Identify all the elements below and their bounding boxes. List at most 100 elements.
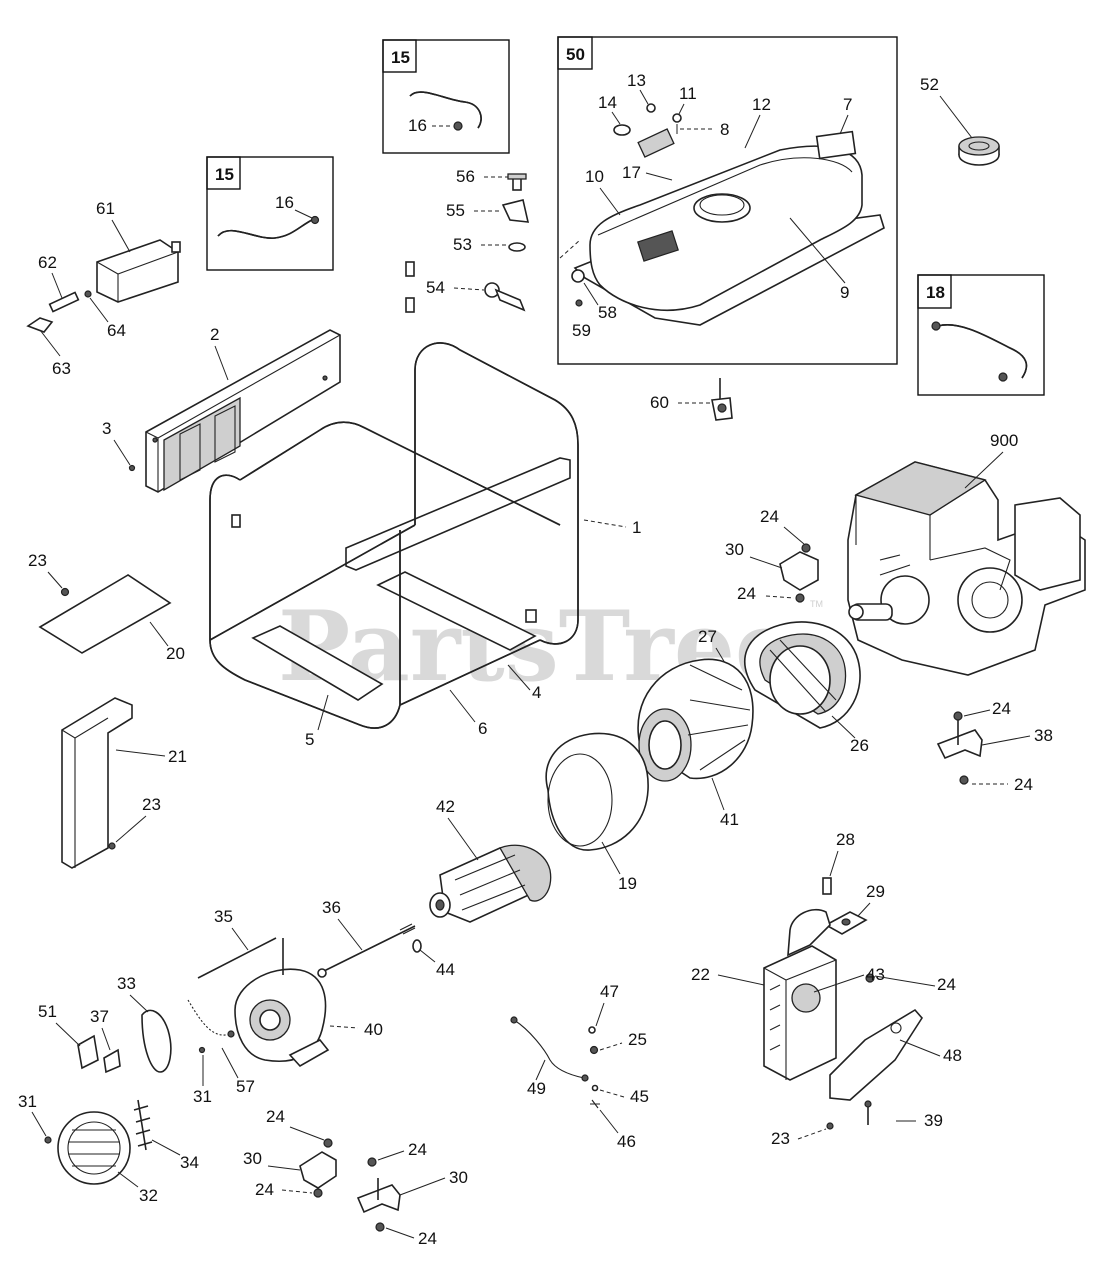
callout-43: 43 xyxy=(866,965,885,984)
callout-47: 47 xyxy=(600,982,619,1001)
callout-24-b: 24 xyxy=(737,584,756,603)
control-panel-bracket[interactable] xyxy=(145,329,341,493)
callout-23-bottom: 23 xyxy=(771,1129,790,1148)
inset-box-15-left[interactable] xyxy=(206,156,334,271)
mount-upper[interactable] xyxy=(779,543,819,603)
watermark-tm: TM xyxy=(810,599,823,609)
callout-6: 6 xyxy=(478,719,487,738)
stator-cover[interactable] xyxy=(545,732,649,851)
rotor[interactable] xyxy=(429,844,552,923)
callout-15-left: 15 xyxy=(215,165,234,184)
cover-plate[interactable] xyxy=(38,574,172,654)
rear-cover-parts[interactable] xyxy=(44,1009,172,1185)
callout-16-left: 16 xyxy=(275,193,294,212)
callout-50: 50 xyxy=(566,45,585,64)
callout-61: 61 xyxy=(96,199,115,218)
callout-24-h: 24 xyxy=(408,1140,427,1159)
callout-7: 7 xyxy=(843,95,852,114)
callout-23-top: 23 xyxy=(28,551,47,570)
fuel-cap[interactable] xyxy=(958,136,1000,166)
callout-58: 58 xyxy=(598,303,617,322)
callout-41: 41 xyxy=(720,810,739,829)
callout-25: 25 xyxy=(628,1030,647,1049)
mount-right[interactable] xyxy=(936,711,983,785)
callout-35: 35 xyxy=(214,907,233,926)
stator[interactable] xyxy=(637,658,754,782)
callout-11: 11 xyxy=(679,84,697,103)
callout-8: 8 xyxy=(720,120,729,139)
callout-17: 17 xyxy=(622,163,641,182)
callout-45: 45 xyxy=(630,1087,649,1106)
callout-42: 42 xyxy=(436,797,455,816)
callout-31-a: 31 xyxy=(193,1087,212,1106)
callout-14: 14 xyxy=(598,93,617,112)
inset-box-18[interactable] xyxy=(917,274,1045,396)
mount-lower-right[interactable] xyxy=(356,1157,401,1232)
callout-62: 62 xyxy=(38,253,57,272)
mount-lower-left[interactable] xyxy=(299,1138,337,1198)
callout-52: 52 xyxy=(920,75,939,94)
callout-59: 59 xyxy=(572,321,591,340)
callout-39: 39 xyxy=(924,1111,943,1130)
callout-24-c: 24 xyxy=(992,699,1011,718)
canister-61[interactable] xyxy=(26,239,181,333)
callout-49: 49 xyxy=(527,1079,546,1098)
fuel-tank-assembly-box[interactable] xyxy=(557,36,898,365)
callout-55: 55 xyxy=(446,201,465,220)
callout-3: 3 xyxy=(102,419,111,438)
fuel-shutoff-hardware[interactable] xyxy=(484,173,530,312)
callout-2: 2 xyxy=(210,325,219,344)
callout-13: 13 xyxy=(627,71,646,90)
callout-24-f: 24 xyxy=(266,1107,285,1126)
callout-1: 1 xyxy=(632,518,641,537)
callout-23-mid: 23 xyxy=(142,795,161,814)
callout-900: 900 xyxy=(990,431,1018,450)
callout-5: 5 xyxy=(305,730,314,749)
end-bell[interactable] xyxy=(234,938,330,1068)
callout-32: 32 xyxy=(139,1186,158,1205)
callout-22: 22 xyxy=(691,965,710,984)
fuel-valve[interactable] xyxy=(711,378,733,421)
callout-21: 21 xyxy=(168,747,187,766)
callout-30-c: 30 xyxy=(449,1168,468,1187)
callout-57: 57 xyxy=(236,1077,255,1096)
callout-27: 27 xyxy=(698,627,717,646)
wire-harness-49[interactable] xyxy=(510,1016,600,1109)
callout-24-d: 24 xyxy=(1014,775,1033,794)
callout-24-g: 24 xyxy=(255,1180,274,1199)
callout-36: 36 xyxy=(322,898,341,917)
callout-16-top: 16 xyxy=(408,116,427,135)
callout-12: 12 xyxy=(752,95,771,114)
callout-64: 64 xyxy=(107,321,126,340)
muffler-assembly[interactable] xyxy=(763,877,923,1130)
callout-38: 38 xyxy=(1034,726,1053,745)
frame-assembly[interactable] xyxy=(209,261,579,729)
callout-33: 33 xyxy=(117,974,136,993)
engine[interactable] xyxy=(847,461,1086,676)
ground-wire[interactable] xyxy=(187,999,235,1054)
callout-29: 29 xyxy=(866,882,885,901)
callout-63: 63 xyxy=(52,359,71,378)
callout-24-i: 24 xyxy=(418,1229,437,1248)
inset-box-15-top[interactable] xyxy=(382,39,510,154)
callout-34: 34 xyxy=(180,1153,199,1172)
callout-40: 40 xyxy=(364,1020,383,1039)
callout-26: 26 xyxy=(850,736,869,755)
callout-60: 60 xyxy=(650,393,669,412)
side-panel[interactable] xyxy=(61,697,133,869)
callout-19: 19 xyxy=(618,874,637,893)
callout-15-top: 15 xyxy=(391,48,410,67)
fan-housing[interactable] xyxy=(724,621,861,729)
callout-44: 44 xyxy=(436,960,455,979)
callout-18: 18 xyxy=(926,283,945,302)
callout-10: 10 xyxy=(585,167,604,186)
callout-37: 37 xyxy=(90,1007,109,1026)
callout-31-b: 31 xyxy=(18,1092,37,1111)
callout-30-b: 30 xyxy=(243,1149,262,1168)
callout-56: 56 xyxy=(456,167,475,186)
callout-54: 54 xyxy=(426,278,445,297)
callout-53: 53 xyxy=(453,235,472,254)
through-bolts[interactable] xyxy=(197,923,422,979)
callout-4: 4 xyxy=(532,683,541,702)
